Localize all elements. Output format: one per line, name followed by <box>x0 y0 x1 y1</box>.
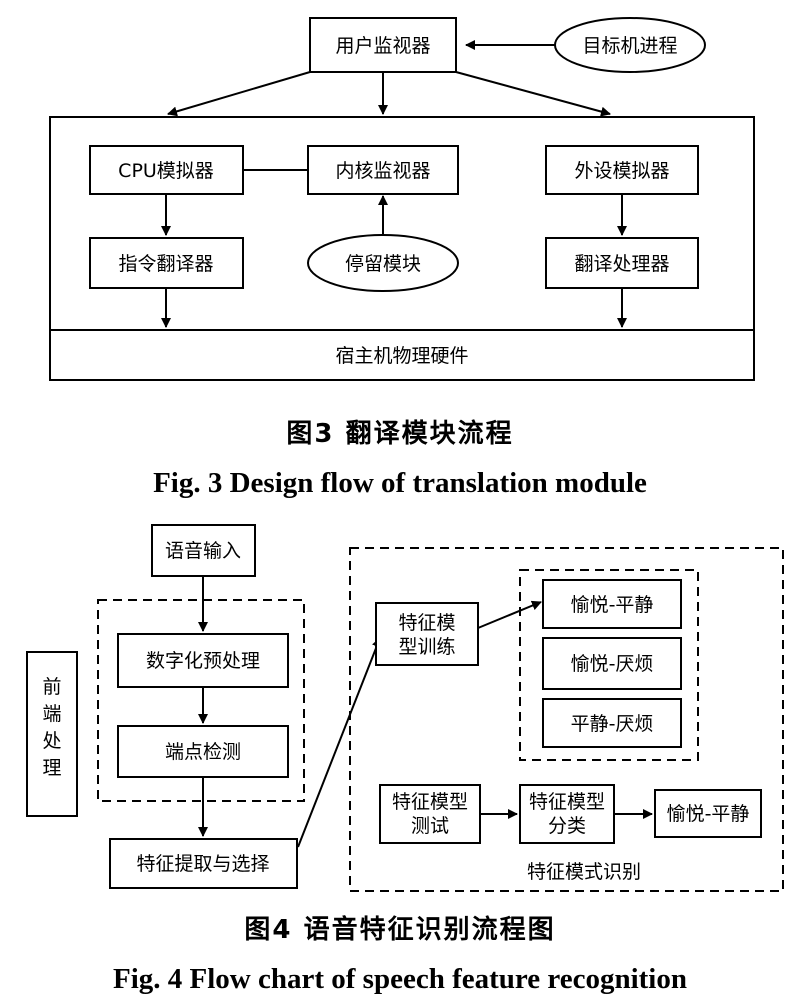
figure4-caption-en: Fig. 4 Flow chart of speech feature reco… <box>113 963 687 995</box>
class-1-box <box>542 579 682 629</box>
user-monitor-box <box>309 17 457 73</box>
model-train-label-line2: 型训练 <box>398 636 455 658</box>
target-process-ellipse <box>554 17 706 73</box>
speech-input-box <box>151 524 256 577</box>
class-2-label: 愉悦-厌烦 <box>571 653 654 675</box>
endpoint-detect-box <box>117 725 289 778</box>
edge-train-to-classes <box>477 600 542 629</box>
user-monitor-label: 用户监视器 <box>335 35 430 57</box>
figure3-caption-cn: 图3 翻译模块流程 <box>286 419 513 449</box>
classes-dashed-group <box>519 569 699 761</box>
kernel-monitor-label: 内核监视器 <box>335 160 430 182</box>
stay-module-ellipse <box>307 234 459 292</box>
front-end-char-4: 理 <box>42 757 61 779</box>
cpu-simulator-label: CPU模拟器 <box>118 160 214 182</box>
cpu-simulator-box <box>89 145 244 195</box>
figure-4: 语音输入 数字化预处理 端点检测 前 端 处 理 特征提取与选择 特征模 型训练… <box>26 524 784 995</box>
figure-3: 用户监视器 目标机进程 CPU模拟器 内核监视器 外设模拟器 指令翻译器 停留模… <box>49 17 755 499</box>
model-classify-box <box>519 784 615 844</box>
instruction-translator-label: 指令翻译器 <box>118 253 213 275</box>
system-frame <box>49 116 755 381</box>
peripheral-simulator-box <box>545 145 699 195</box>
endpoint-detect-label: 端点检测 <box>165 741 241 763</box>
edge-extract-to-train <box>297 637 382 848</box>
front-end-char-3: 处 <box>42 730 61 752</box>
figure4-caption-cn: 图4 语音特征识别流程图 <box>244 914 555 945</box>
target-process-label: 目标机进程 <box>582 35 677 57</box>
figure3-caption-en: Fig. 3 Design flow of translation module <box>153 467 647 499</box>
class-1-label: 愉悦-平静 <box>571 594 654 616</box>
speech-input-label: 语音输入 <box>165 540 241 562</box>
edge-monitor-to-left <box>167 71 311 117</box>
host-hardware-label: 宿主机物理硬件 <box>335 345 468 367</box>
model-test-label-line2: 测试 <box>411 815 449 837</box>
model-test-label-line1: 特征模型 <box>392 791 468 813</box>
front-end-dashed-group <box>97 599 305 802</box>
class-3-box <box>542 698 682 748</box>
instruction-translator-box <box>89 237 244 289</box>
model-test-box <box>379 784 481 844</box>
front-end-char-2: 端 <box>42 703 61 725</box>
digital-preprocess-box <box>117 633 289 688</box>
translation-processor-label: 翻译处理器 <box>574 253 669 275</box>
model-classify-label-line2: 分类 <box>548 815 586 837</box>
stay-module-label: 停留模块 <box>345 253 421 275</box>
result-box <box>654 789 762 838</box>
model-train-label-line1: 特征模 <box>398 612 455 634</box>
digital-preprocess-label: 数字化预处理 <box>146 650 260 672</box>
peripheral-simulator-label: 外设模拟器 <box>574 160 669 182</box>
result-label: 愉悦-平静 <box>667 803 750 825</box>
model-classify-label-line1: 特征模型 <box>529 791 605 813</box>
pattern-recognition-label: 特征模式识别 <box>527 861 641 883</box>
edge-monitor-to-right <box>455 71 611 117</box>
feature-extract-label: 特征提取与选择 <box>136 853 269 875</box>
model-train-box <box>375 602 479 666</box>
class-2-box <box>542 637 682 690</box>
recognition-dashed-group <box>349 547 784 892</box>
front-end-char-1: 前 <box>42 676 61 698</box>
translation-processor-box <box>545 237 699 289</box>
feature-extract-box <box>109 838 298 889</box>
class-3-label: 平静-厌烦 <box>571 713 654 735</box>
front-end-box <box>26 651 78 817</box>
kernel-monitor-box <box>307 145 459 195</box>
